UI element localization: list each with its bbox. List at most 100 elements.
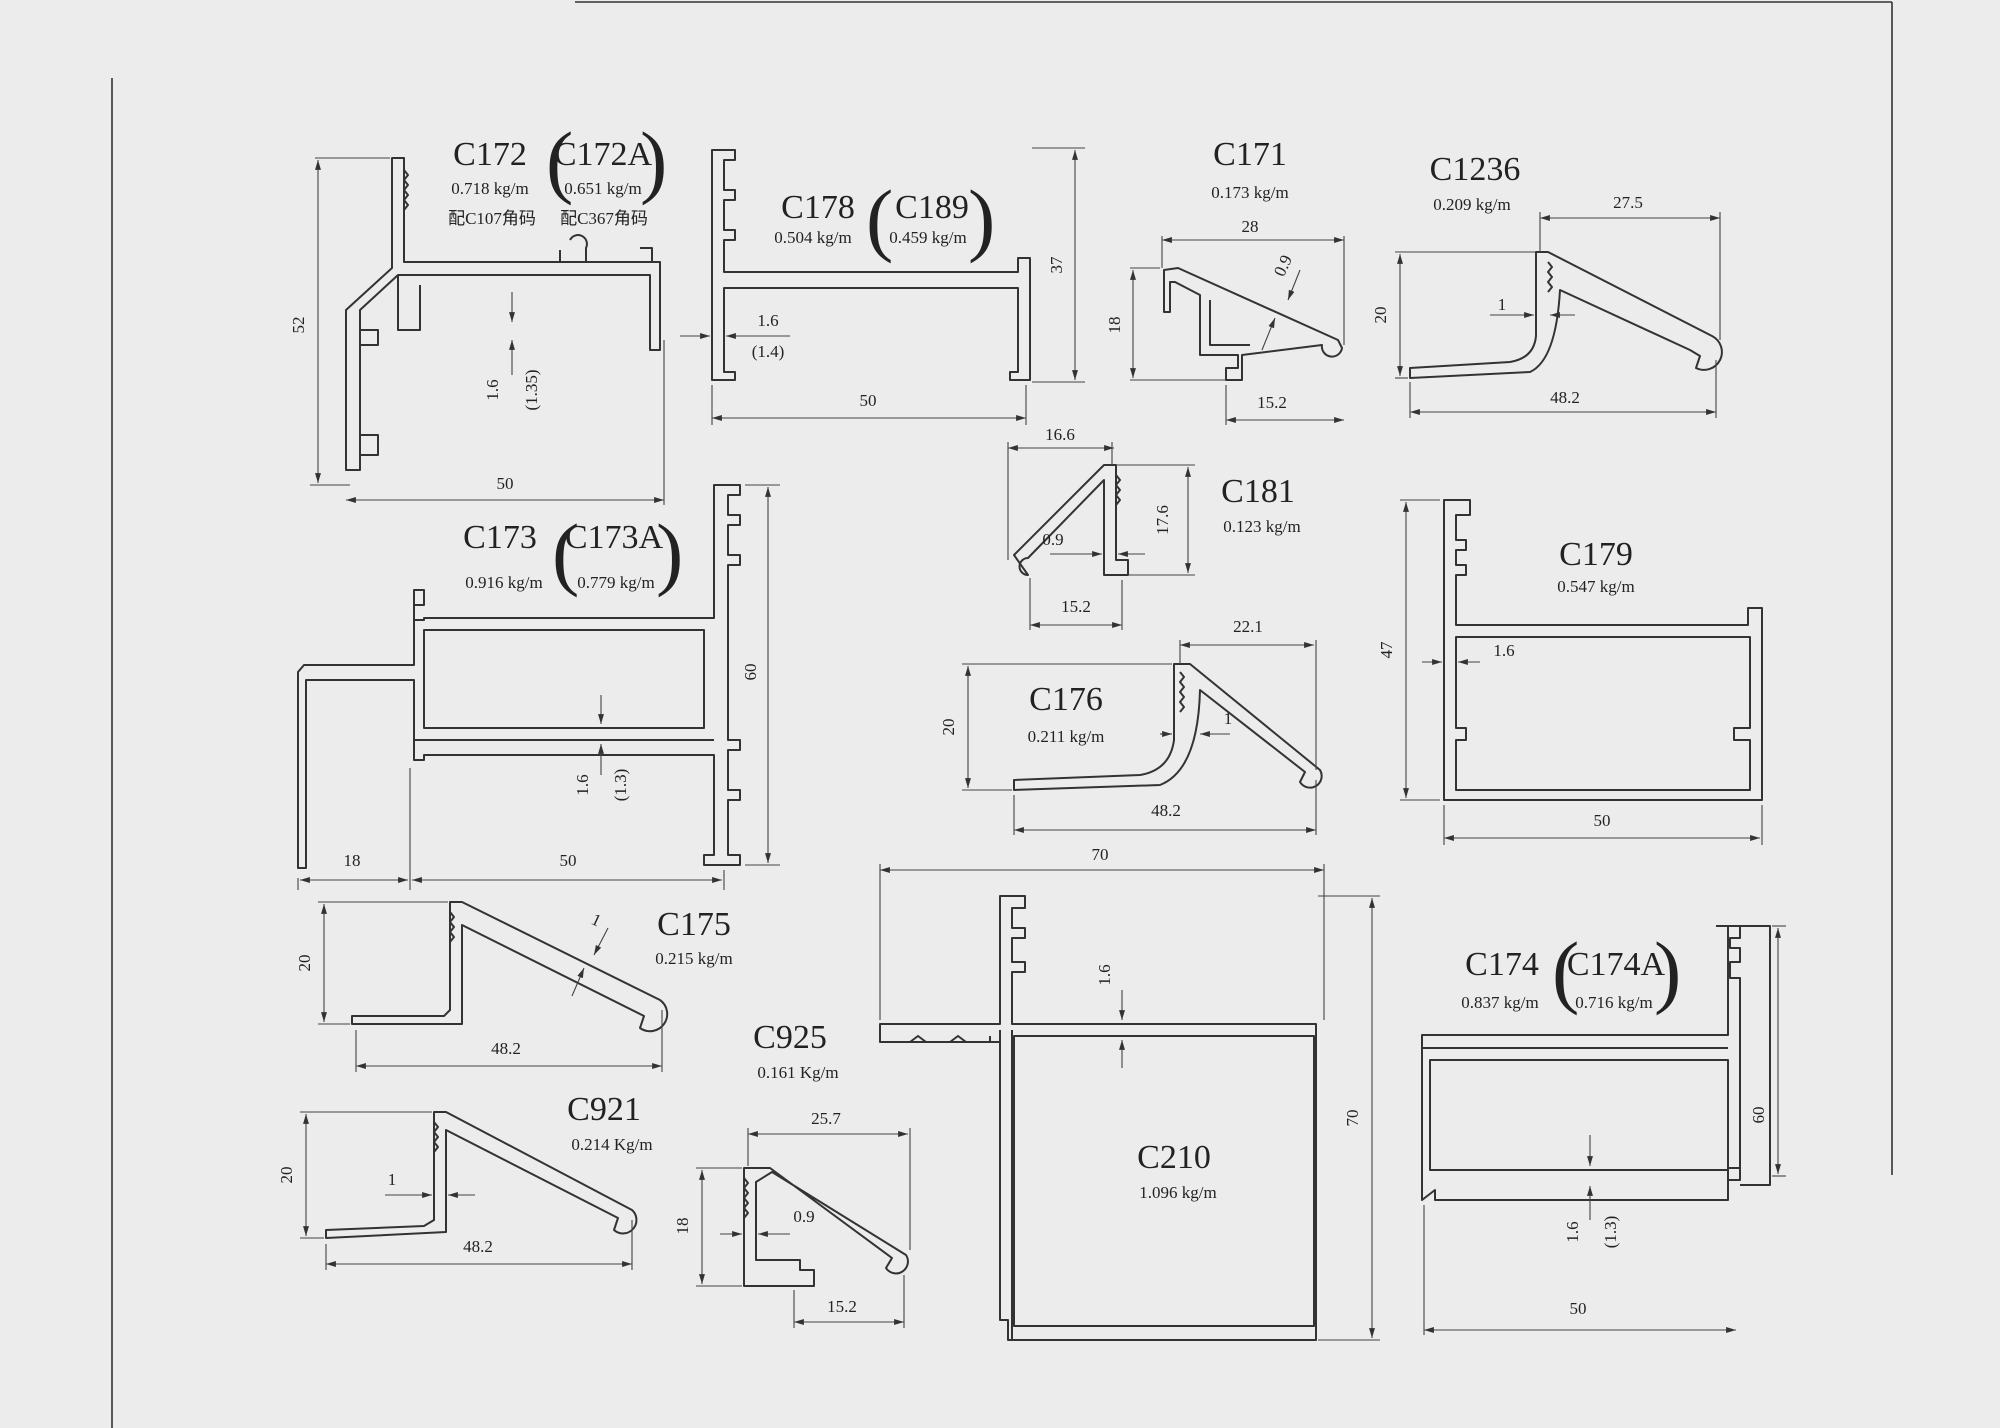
c173-height-label: 60 — [741, 664, 760, 681]
c172-note: 配C107角码 — [448, 209, 536, 228]
c174-height-label: 60 — [1749, 1107, 1768, 1124]
c925-teeth — [743, 1177, 749, 1219]
c174-width-label: 50 — [1570, 1299, 1587, 1318]
profile-c925: 25.7 18 0.9 15.2 C925 0.161 Kg/m — [673, 1019, 911, 1328]
c172-slots — [360, 234, 653, 456]
c181-top-label: 16.6 — [1045, 425, 1075, 444]
c189-close-bracket: ) — [968, 173, 995, 264]
c189-open-bracket: ( — [866, 173, 893, 264]
c173-width-label: 50 — [560, 851, 577, 870]
c181-outline — [1013, 464, 1129, 576]
c210-wall-label: 1.6 — [1095, 964, 1114, 985]
c173a-code: C173A — [565, 519, 664, 556]
profile-c171: 28 18 15.2 0.9 C171 0.173 kg/m — [1105, 136, 1345, 425]
profile-c178: 37 50 1.6 (1.4) C178 0.504 kg/m ( C189 0… — [680, 147, 1085, 425]
profile-c175: 20 48.2 1 C175 0.215 kg/m — [295, 901, 733, 1072]
profile-c1236: 27.5 20 48.2 1 C1236 0.209 kg/m — [1371, 151, 1723, 418]
c925-outline — [743, 1167, 909, 1287]
c172-wall-label: 1.6 — [483, 379, 502, 400]
c173-inner — [414, 629, 714, 741]
c172-wall-alt-label: (1.35) — [522, 369, 541, 410]
c172-weight: 0.718 kg/m — [451, 179, 528, 198]
c181-base-label: 15.2 — [1061, 597, 1091, 616]
c1236-weight: 0.209 kg/m — [1433, 195, 1510, 214]
c175-wall-arrow-bot — [571, 967, 585, 997]
c210-weight: 1.096 kg/m — [1139, 1183, 1216, 1202]
c173-wall-alt-label: (1.3) — [611, 769, 630, 802]
c171-weight: 0.173 kg/m — [1211, 183, 1288, 202]
c176-code: C176 — [1029, 681, 1103, 718]
c175-teeth — [449, 911, 455, 943]
c175-outline — [351, 901, 669, 1033]
c181-height-label: 17.6 — [1153, 505, 1172, 535]
c176-outline — [1013, 663, 1323, 791]
c176-wall-label: 1 — [1224, 709, 1233, 728]
c174a-close-bracket: ) — [1654, 925, 1681, 1016]
c179-outline — [1443, 499, 1763, 801]
c175-code: C175 — [657, 906, 731, 943]
c176-top-label: 22.1 — [1233, 617, 1263, 636]
c921-code: C921 — [567, 1091, 641, 1128]
c921-height-label: 20 — [277, 1167, 296, 1184]
profile-c181: 16.6 17.6 0.9 15.2 C181 0.123 kg/m — [1007, 425, 1301, 630]
c1236-outline — [1409, 251, 1723, 379]
c178-code: C178 — [781, 189, 855, 226]
c210-inner — [999, 1030, 1315, 1340]
c176-teeth — [1179, 671, 1185, 713]
c173a-weight: 0.779 kg/m — [577, 573, 654, 592]
profile-c176: 22.1 20 1 48.2 C176 0.211 kg/m — [939, 617, 1323, 835]
c189-code: C189 — [895, 189, 969, 226]
c174-code: C174 — [1465, 946, 1539, 983]
c172a-close-bracket: ) — [640, 115, 667, 206]
c921-outline — [325, 1111, 638, 1239]
c1236-base-label: 48.2 — [1550, 388, 1580, 407]
c210-slots — [909, 1035, 991, 1043]
c178-outline — [711, 149, 1031, 381]
c171-width-label: 28 — [1242, 217, 1259, 236]
c181-code: C181 — [1221, 473, 1295, 510]
c178-weight: 0.504 kg/m — [774, 228, 851, 247]
profile-c173: 18 50 60 1.6 (1.3) C173 0.916 kg/m ( C17… — [297, 484, 780, 890]
c172-code: C172 — [453, 136, 527, 173]
c174-wall-label: 1.6 — [1563, 1221, 1582, 1242]
c171-base-label: 15.2 — [1257, 393, 1287, 412]
c178-wall-label: 1.6 — [757, 311, 778, 330]
c175-height-label: 20 — [295, 955, 314, 972]
c921-weight: 0.214 Kg/m — [571, 1135, 652, 1154]
c181-teeth — [1115, 474, 1121, 506]
c176-height-label: 20 — [939, 719, 958, 736]
c174a-open-bracket: ( — [1552, 925, 1579, 1016]
c1236-wall-label: 1 — [1498, 295, 1507, 314]
c179-weight: 0.547 kg/m — [1557, 577, 1634, 596]
c925-weight: 0.161 Kg/m — [757, 1063, 838, 1082]
c171-outline — [1163, 267, 1343, 381]
c172-height-label: 52 — [289, 317, 308, 334]
c210-outline — [879, 895, 1317, 1341]
c179-inner — [1455, 636, 1751, 791]
c1236-height-label: 20 — [1371, 307, 1390, 324]
c172-teeth — [403, 169, 409, 211]
c175-base-label: 48.2 — [491, 1039, 521, 1058]
c172-width-label: 50 — [497, 474, 514, 493]
c921-teeth — [433, 1121, 439, 1153]
c175-wall-label: 1 — [588, 910, 604, 931]
c171-wall-label: 0.9 — [1270, 252, 1296, 279]
c174-lip — [1716, 925, 1771, 1186]
c179-code: C179 — [1559, 536, 1633, 573]
profile-c174: 60 1.6 (1.3) 50 C174 0.837 kg/m ( C174A … — [1421, 925, 1786, 1335]
c181-wall-label: 0.9 — [1042, 530, 1063, 549]
c171-height-label: 18 — [1105, 317, 1124, 334]
c174a-weight: 0.716 kg/m — [1575, 993, 1652, 1012]
c925-code: C925 — [753, 1019, 827, 1056]
c171-code: C171 — [1213, 136, 1287, 173]
c181-weight: 0.123 kg/m — [1223, 517, 1300, 536]
c925-base-label: 15.2 — [827, 1297, 857, 1316]
profile-c172: 52 50 1.6 (1.35) C172 0.718 kg/m 配C107角码… — [289, 115, 667, 505]
c172a-code: C172A — [554, 136, 653, 173]
c179-wall-label: 1.6 — [1493, 641, 1514, 660]
c1236-teeth — [1547, 261, 1553, 293]
c173-lip-label: 18 — [344, 851, 361, 870]
c210-code: C210 — [1137, 1139, 1211, 1176]
c921-base-label: 48.2 — [463, 1237, 493, 1256]
